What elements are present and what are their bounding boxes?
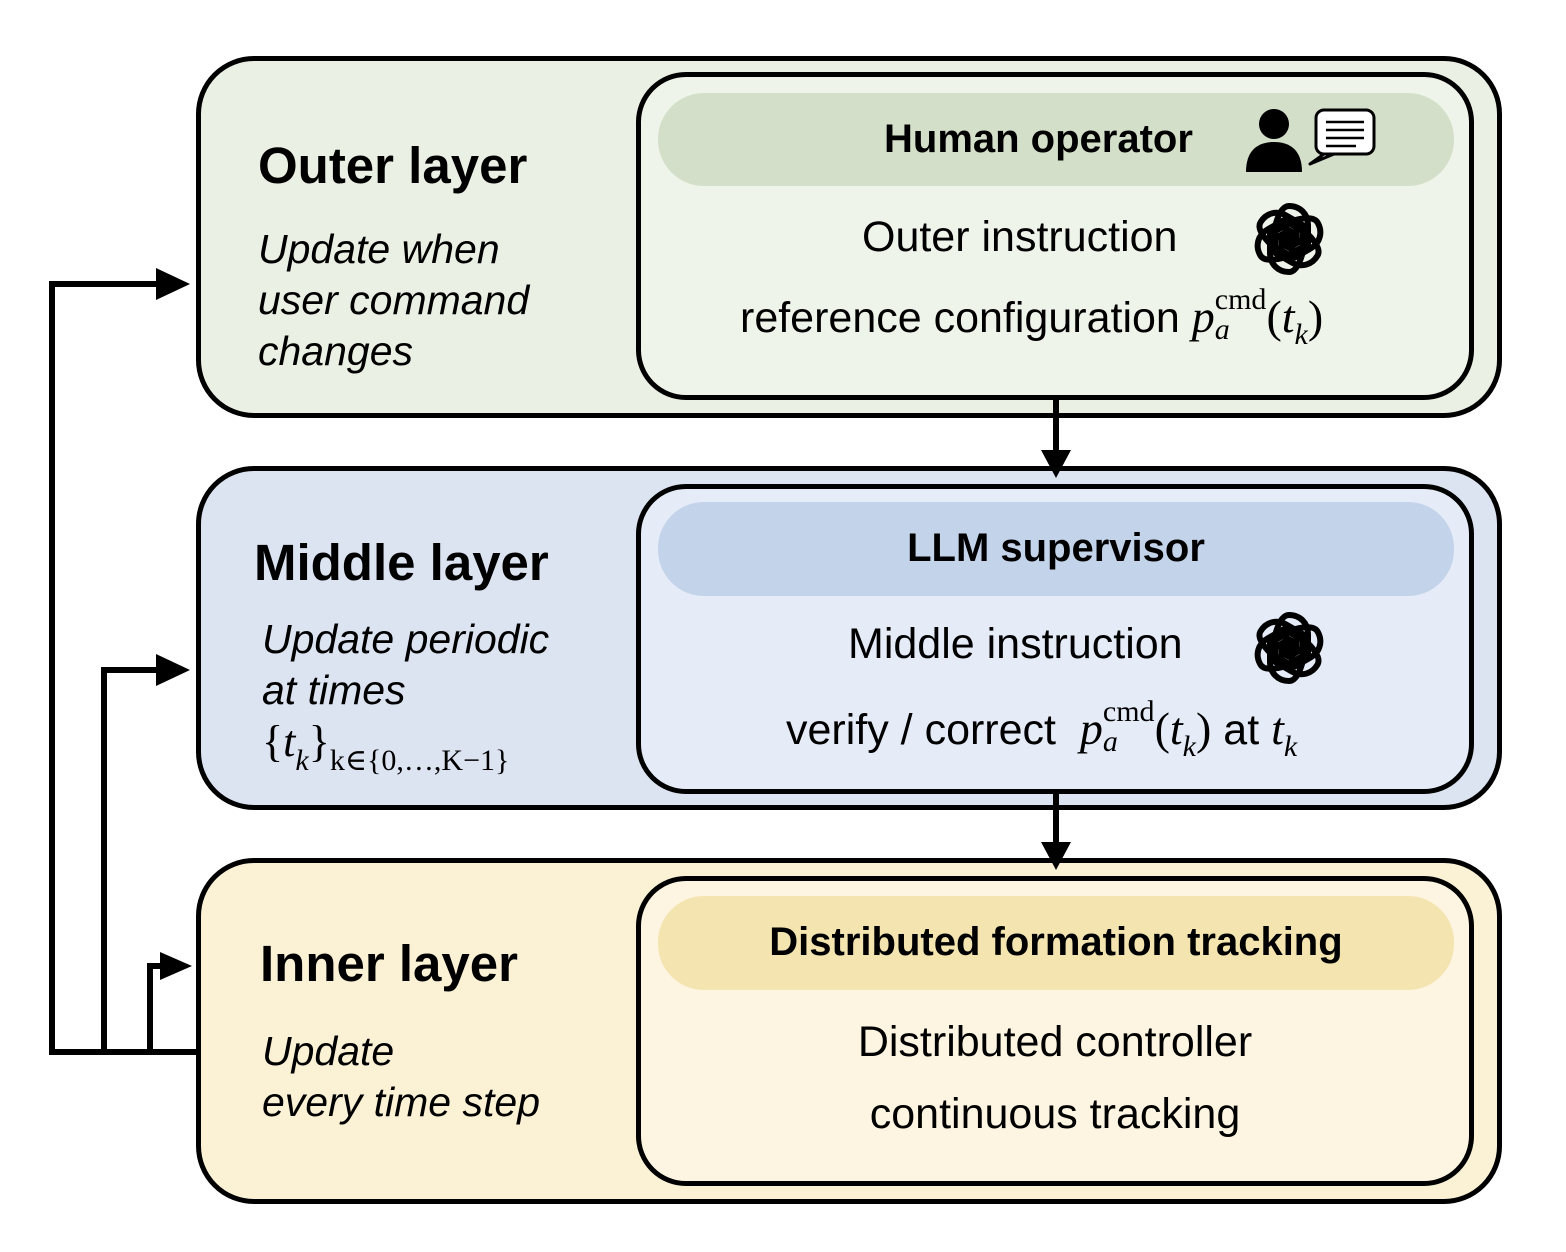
arrowhead-down-middle bbox=[1041, 450, 1071, 478]
middle-instruction-label: Middle instruction bbox=[848, 620, 1183, 668]
inner-desc-line-1: Update bbox=[262, 1028, 395, 1074]
middle-output-text: verify / correct bbox=[786, 706, 1056, 754]
middle-desc-time-set: {tk}k∈{0,…,K−1} bbox=[262, 717, 510, 777]
outer-layer-title: Outer layer bbox=[258, 137, 528, 194]
outer-desc-line-2: user command bbox=[258, 277, 530, 323]
middle-desc-line-1: Update periodic bbox=[262, 616, 550, 662]
feedback-line-to-outer bbox=[49, 281, 196, 1055]
middle-layer-description: Update periodic at times {tk}k∈{0,…,K−1} bbox=[262, 614, 549, 786]
outer-layer-description: Update when user command changes bbox=[258, 224, 529, 377]
middle-role-pill bbox=[658, 502, 1454, 596]
outer-role-label: Human operator bbox=[884, 117, 1193, 161]
feedback-line-to-middle bbox=[101, 667, 160, 1052]
inner-line-1: Distributed controller bbox=[857, 1018, 1253, 1066]
inner-line-2: continuous tracking bbox=[869, 1090, 1241, 1138]
outer-desc-line-1: Update when bbox=[258, 226, 500, 272]
inner-layer-description: Update every time step bbox=[262, 1026, 540, 1128]
inner-role-label: Distributed formation tracking bbox=[769, 920, 1343, 964]
inner-desc-line-2: every time step bbox=[262, 1079, 540, 1125]
arrowhead-down-inner bbox=[1041, 842, 1071, 870]
user-chat-icon bbox=[1246, 108, 1376, 172]
middle-output-time: tk bbox=[1271, 703, 1298, 763]
outer-desc-line-3: changes bbox=[258, 328, 414, 374]
middle-output-at: at bbox=[1223, 706, 1260, 754]
outer-output-text: reference configuration bbox=[740, 294, 1180, 342]
outer-instruction-label: Outer instruction bbox=[862, 213, 1178, 261]
inner-role-pill bbox=[658, 896, 1454, 990]
openai-logo-icon bbox=[1248, 612, 1330, 689]
openai-logo-icon bbox=[1248, 203, 1330, 280]
inner-layer-title: Inner layer bbox=[260, 935, 518, 992]
middle-role-label: LLM supervisor bbox=[907, 526, 1205, 570]
arrowhead-to-outer bbox=[156, 268, 190, 300]
feedback-line-to-inner bbox=[147, 963, 164, 1052]
arrowhead-to-inner bbox=[160, 952, 192, 980]
middle-layer-title: Middle layer bbox=[254, 534, 549, 591]
middle-desc-line-2: at times bbox=[262, 667, 406, 713]
arrowhead-to-middle bbox=[156, 654, 190, 686]
